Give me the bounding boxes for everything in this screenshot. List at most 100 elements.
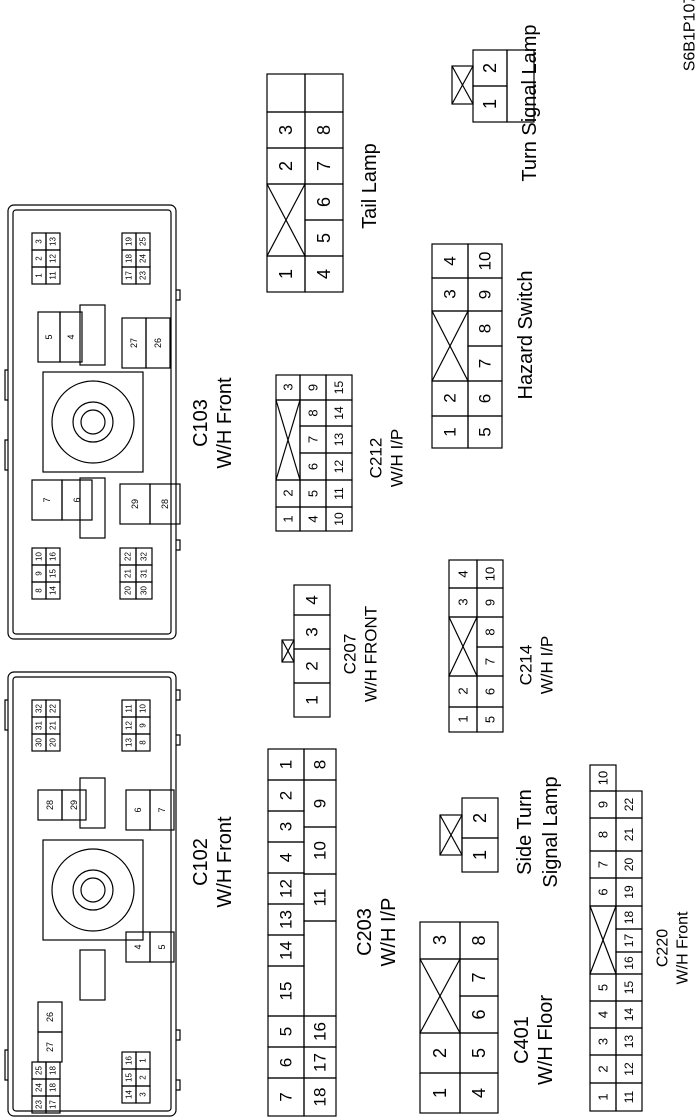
c103-title: C103 <box>190 399 212 447</box>
c103-group-g-pin <box>45 581 61 600</box>
hazard-pin-label: 9 <box>476 290 495 299</box>
c102-group-a-pin-label: 25 <box>35 1066 44 1075</box>
c207-title: C207 <box>341 634 360 675</box>
c102-group-b <box>121 1051 151 1104</box>
c203-cell <box>303 920 337 1017</box>
c212-pin-label: 3 <box>281 383 296 390</box>
c103-group-e-pin <box>61 479 93 521</box>
tail-cell <box>266 73 306 113</box>
c103-group-h <box>119 547 153 600</box>
c220-pin-label: 18 <box>622 911 636 925</box>
c102-group-g <box>31 699 61 752</box>
c103-group-e-pin-label: 7 <box>42 497 52 502</box>
c103-group-h-pin-label: 30 <box>140 586 149 595</box>
c103-group-a-pin-label: 13 <box>49 237 58 246</box>
c103-group-a-pin-label: 2 <box>35 256 44 261</box>
c103-group-a-pin-label: 1 <box>35 273 44 278</box>
c102-group-h-pin-label: 13 <box>125 738 134 747</box>
side-turn-pin-label: 2 <box>470 813 490 823</box>
c103-group-b-pin-label: 17 <box>125 271 134 280</box>
c220-pin-label: 1 <box>596 1093 611 1100</box>
c102-group-d-pin-label: 4 <box>133 944 143 949</box>
c103-group-f-pin-label: 29 <box>130 499 140 509</box>
c214-pin-label: 5 <box>483 716 498 723</box>
c103-group-a-pin-label: 11 <box>49 271 58 280</box>
c214-pin-label: 9 <box>483 599 498 606</box>
c401-cell <box>459 921 499 960</box>
c203-pin-label: 17 <box>311 1053 330 1072</box>
c214-pin-label: 1 <box>456 715 471 722</box>
c102-title: C102 <box>190 838 212 886</box>
c103-group-c-pin <box>59 311 83 363</box>
c103-group-h-pin-label: 31 <box>140 569 149 578</box>
c103-group-g-pin-label: 16 <box>49 552 58 561</box>
c220-cell <box>615 790 643 819</box>
c207-pin-label: 1 <box>303 695 322 704</box>
c203-pin-label: 16 <box>311 1022 330 1041</box>
c212-pin-label: 14 <box>332 406 346 420</box>
c220-pin-label: 14 <box>622 1008 636 1022</box>
c220-pin-label: 5 <box>596 984 611 991</box>
c220-pin-label: 15 <box>622 981 636 995</box>
c103-group-a-pin-label: 12 <box>49 254 58 263</box>
c220-cell <box>589 764 617 792</box>
c102-group-g-pin-label: 31 <box>35 721 44 730</box>
c220-pin-label: 20 <box>622 858 636 872</box>
c203-pin-label: 7 <box>277 1092 296 1101</box>
c212-pin-label: 4 <box>306 515 321 522</box>
c401-title: C401 <box>511 1016 533 1064</box>
c220-pin-label: 17 <box>622 934 636 948</box>
c102-group-d <box>125 931 175 963</box>
c212-subtitle: W/H I/P <box>388 429 407 488</box>
tail-pin-label: 6 <box>314 197 334 207</box>
c203-pin-label: 15 <box>277 982 296 1001</box>
c203-pin-label: 8 <box>311 760 330 769</box>
c103-group-c <box>37 311 83 363</box>
c102-group-g-pin-label: 20 <box>49 738 58 747</box>
c212-pin-label: 9 <box>306 384 321 391</box>
c102-group-h <box>121 699 151 752</box>
c103-group-g-pin-label: 15 <box>49 569 58 578</box>
c212-connector <box>275 374 353 532</box>
c103-group-h-pin-label: 32 <box>140 552 149 561</box>
c214-pin-label: 6 <box>483 688 498 695</box>
c203-pin-label: 2 <box>277 791 296 800</box>
c203-title: C203 <box>354 908 376 956</box>
c207-lock <box>281 639 295 663</box>
hazard-pin-label: 7 <box>476 359 495 368</box>
turn-pin-label: 1 <box>480 99 500 109</box>
c103-group-g-pin-label: 8 <box>35 588 44 593</box>
turn-connector <box>451 49 535 123</box>
c203-subtitle: W/H I/P <box>378 898 400 967</box>
c214-pin-label: 8 <box>483 628 498 635</box>
c102-group-a-pin-label: 17 <box>49 1100 58 1109</box>
hazard-pin-label: 1 <box>441 427 460 436</box>
c220-pin-label: 2 <box>596 1065 611 1072</box>
c214-cell <box>476 559 504 589</box>
c220-pin-label: 21 <box>622 828 636 842</box>
c212-pin-label: 1 <box>281 515 296 522</box>
c102-group-b-pin-label: 15 <box>125 1073 134 1082</box>
c102-group-c-pin <box>37 1031 63 1063</box>
c102-group-g-pin-label: 21 <box>49 721 58 730</box>
c103-housing <box>4 204 181 640</box>
c102-group-b-pin-label: 16 <box>125 1056 134 1065</box>
c102-group-g-pin-label: 30 <box>35 738 44 747</box>
hazard-connector <box>431 243 503 449</box>
c203-pin-label: 12 <box>277 879 296 898</box>
hazard-pin-label: 4 <box>441 256 460 265</box>
c102-group-a-pin-label: 18 <box>49 1066 58 1075</box>
c102-group-a-pin-label: 18 <box>49 1083 58 1092</box>
c102-group-h-pin-label: 12 <box>125 721 134 730</box>
c102-group-b-pin-label: 14 <box>125 1090 134 1099</box>
c102-group-f-pin-label: 6 <box>133 807 143 812</box>
c102-group-a-pin-label: 23 <box>35 1100 44 1109</box>
c103-group-h-pin <box>135 581 153 600</box>
c220-pin-label: 4 <box>596 1011 611 1018</box>
c203-pin-label: 4 <box>277 853 296 862</box>
c103-group-b-pin-label: 18 <box>125 254 134 263</box>
c212-pin-label: 11 <box>332 487 346 500</box>
tail-pin-label: 7 <box>314 161 334 171</box>
c102-group-h-pin-label: 9 <box>139 723 148 728</box>
